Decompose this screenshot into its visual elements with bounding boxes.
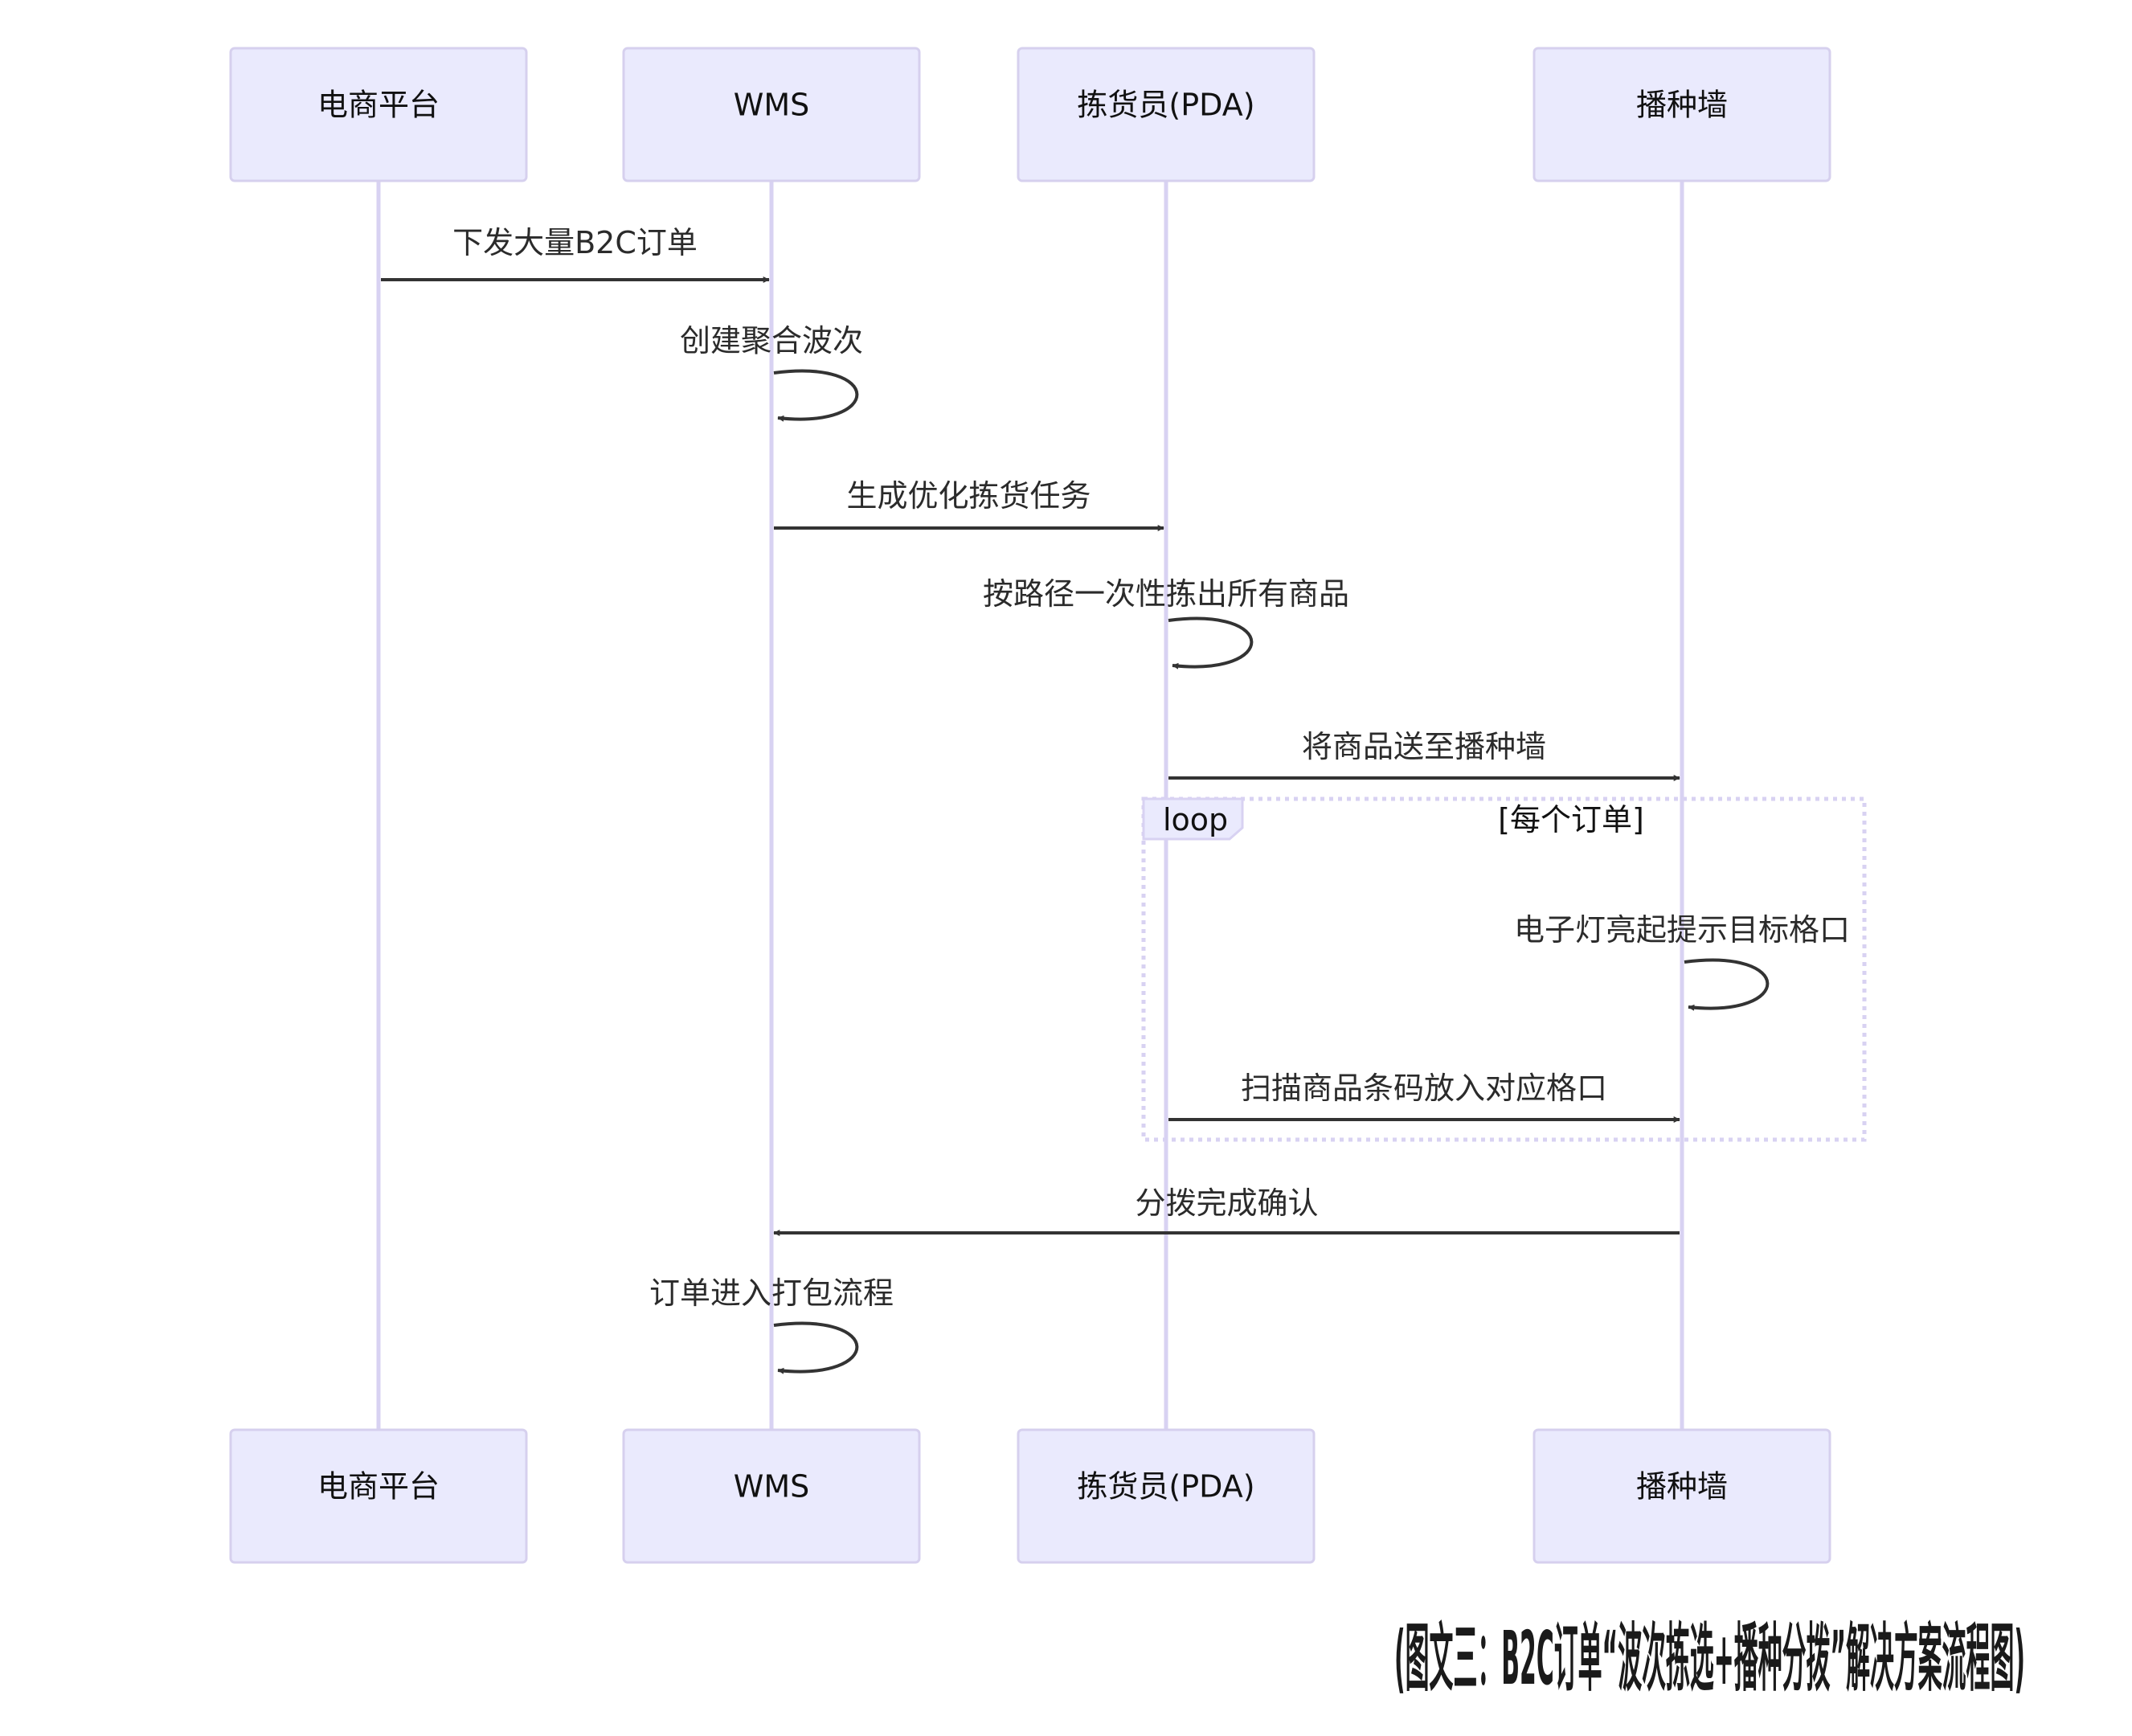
message-label: 生成优化拣货任务	[846, 478, 1091, 514]
actor-picker-top: 拣货员(PDA)	[1017, 47, 1316, 182]
caption-text: (图文三：B2C订单“波次拣选+播种分拨”解决方案流程图)	[1394, 1615, 2025, 1701]
actor-wms-bottom: WMS	[622, 1428, 921, 1564]
actors-top: 电商平台 WMS 拣货员(PDA) 播种墙	[229, 47, 1831, 182]
actor-box	[1533, 47, 1831, 182]
actor-label: 电商平台	[317, 1469, 440, 1505]
actor-label: 拣货员(PDA)	[1077, 1469, 1254, 1505]
message-label: 电子灯亮起提示目标格口	[1514, 912, 1850, 948]
loop-condition: [每个订单]	[1498, 802, 1644, 837]
actor-platform-top: 电商平台	[229, 47, 528, 182]
actor-box	[229, 1428, 528, 1564]
actor-wms-top: WMS	[622, 47, 921, 182]
loop-fragment: loop [每个订单]	[1141, 796, 1867, 1142]
actor-box	[622, 47, 921, 182]
message-6: 电子灯亮起提示目标格口	[1514, 912, 1850, 1011]
actor-picker-bottom: 拣货员(PDA)	[1017, 1428, 1316, 1564]
actor-label: WMS	[734, 1469, 809, 1505]
message-label: 分拨完成确认	[1135, 1185, 1318, 1221]
self-loop-arrow	[1684, 958, 1770, 1011]
loop-tab	[1142, 797, 1244, 841]
actor-label: 拣货员(PDA)	[1077, 88, 1254, 123]
message-label: 将商品送至播种墙	[1302, 729, 1546, 764]
figure-caption: (图文三：B2C订单“波次拣选+播种分拨”解决方案流程图)	[1394, 1617, 2025, 1701]
message-label: 订单进入打包流程	[649, 1275, 894, 1311]
actor-box	[622, 1428, 921, 1564]
message-5: 将商品送至播种墙	[1168, 729, 1680, 781]
actor-label: WMS	[734, 88, 809, 123]
message-9: 订单进入打包流程	[649, 1275, 894, 1374]
message-3: 生成优化拣货任务	[774, 478, 1164, 531]
actor-box	[1017, 1428, 1316, 1564]
loop-keyword: loop	[1163, 802, 1228, 837]
message-7: 扫描商品条码放入对应格口	[1168, 1071, 1680, 1123]
message-label: 创建聚合波次	[680, 323, 863, 358]
actor-label: 电商平台	[317, 88, 440, 123]
messages: 下发大量B2C订单创建聚合波次生成优化拣货任务按路径一次性拣出所有商品将商品送至…	[381, 225, 1850, 1374]
message-4: 按路径一次性拣出所有商品	[983, 576, 1349, 669]
message-8: 分拨完成确认	[773, 1185, 1680, 1236]
actor-wall-bottom: 播种墙	[1533, 1428, 1831, 1564]
message-label: 下发大量B2C订单	[452, 225, 698, 260]
message-label: 按路径一次性拣出所有商品	[983, 576, 1349, 612]
actor-label: 播种墙	[1636, 88, 1728, 123]
actor-label: 播种墙	[1636, 1469, 1728, 1505]
message-2: 创建聚合波次	[680, 323, 863, 422]
actor-platform-bottom: 电商平台	[229, 1428, 528, 1564]
actor-box	[229, 47, 528, 182]
message-label: 扫描商品条码放入对应格口	[1241, 1071, 1607, 1106]
self-loop-arrow	[773, 369, 859, 422]
self-loop-arrow	[773, 1321, 859, 1374]
actor-box	[1017, 47, 1316, 182]
actor-wall-top: 播种墙	[1533, 47, 1831, 182]
self-loop-arrow	[1168, 616, 1254, 669]
actor-box	[1533, 1428, 1831, 1564]
actors-bottom: 电商平台 WMS 拣货员(PDA) 播种墙	[229, 1428, 1831, 1564]
message-1: 下发大量B2C订单	[381, 225, 770, 283]
lifelines	[376, 181, 1684, 1430]
